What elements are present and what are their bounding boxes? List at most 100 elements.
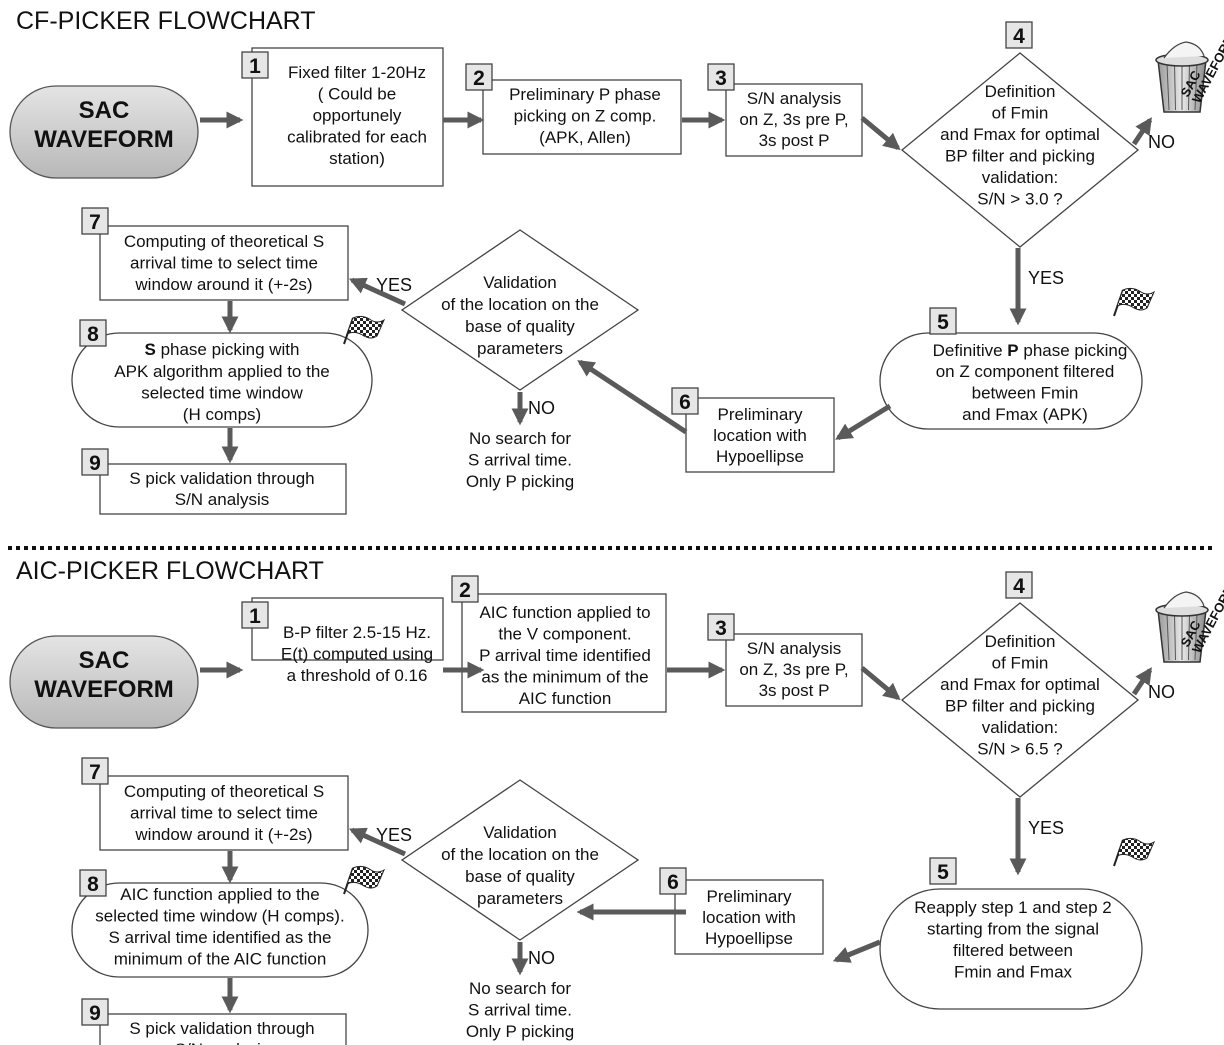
step-5-number-box [929, 857, 957, 885]
sac-waveform-node [9, 635, 199, 729]
step-7-number: 7 [89, 211, 101, 234]
step-6-box [685, 397, 835, 473]
step-6-number: 6 [679, 391, 691, 414]
label-no-validation: NO [528, 948, 555, 968]
step-8-number-box [79, 319, 107, 347]
step-5-number: 5 [937, 311, 949, 334]
step-2-number-box [451, 575, 479, 603]
step-1-box [251, 47, 444, 187]
step-6-number-box [671, 387, 699, 415]
step-1-number-box [241, 51, 269, 79]
step-4-decision [900, 602, 1140, 798]
step-6-box [674, 879, 824, 955]
step-4-number-box [1005, 21, 1033, 49]
trash-can-icon: SACWAVEFORM [1155, 32, 1224, 113]
arrow-step-6-to-validation [577, 359, 688, 435]
step-5-box [879, 888, 1143, 1010]
step-4-decision [900, 52, 1140, 248]
step-5-number: 5 [937, 861, 949, 884]
validation-decision [400, 779, 640, 941]
step-7-box [99, 775, 349, 851]
step-9-box [99, 1013, 347, 1045]
label-yes-validation: YES [376, 275, 412, 295]
arrow-step-4-no [1131, 667, 1153, 696]
label-no-validation: NO [528, 398, 555, 418]
arrow-validation-yes [348, 827, 407, 857]
arrow-validation-yes [348, 277, 407, 307]
step-8-box [71, 882, 369, 978]
finish-flag-icon [1113, 837, 1156, 867]
step-9-number: 9 [89, 452, 101, 475]
label-yes-step-4: YES [1028, 268, 1064, 288]
arrow-step-4-no [1131, 117, 1153, 146]
step-6-number: 6 [667, 871, 679, 894]
step-8-number-box [79, 869, 107, 897]
arrow-step-3-to-step-4 [860, 666, 901, 701]
step-2-box [482, 79, 682, 155]
label-yes-step-4: YES [1028, 818, 1064, 838]
label-no-trash: NO [1148, 682, 1175, 702]
chart-title: AIC-PICKER FLOWCHART [16, 557, 324, 585]
step-5-text-line-1: Definitive P phase picking [933, 341, 1128, 360]
step-2-number: 2 [459, 579, 471, 602]
sac-waveform-node [9, 85, 199, 179]
label-no-trash: NO [1148, 132, 1175, 152]
step-9-box [99, 463, 347, 515]
step-4-number-box [1005, 571, 1033, 599]
validation-decision [400, 229, 640, 391]
step-9-number-box [81, 448, 109, 476]
step-3-number: 3 [715, 617, 727, 640]
finish-flag-icon [1113, 287, 1156, 317]
step-9-number: 9 [89, 1002, 101, 1025]
step-6-number-box [659, 867, 687, 895]
step-8-text-line-1: S phase picking with [145, 340, 300, 359]
finish-flag-icon-2 [343, 865, 386, 895]
arrow-step-5-to-step-6 [832, 939, 881, 963]
label-yes-validation: YES [376, 825, 412, 845]
step-3-number: 3 [715, 67, 727, 90]
step-5-number-box [929, 307, 957, 335]
step-1-number-box [241, 601, 269, 629]
step-1-box [251, 597, 444, 661]
trash-can-icon: SACWAVEFORM [1155, 582, 1224, 663]
step-2-box [461, 593, 667, 713]
step-2-number: 2 [473, 67, 485, 90]
step-1-number: 1 [249, 55, 261, 78]
step-3-number-box [707, 613, 735, 641]
arrow-step-5-to-step-6 [835, 403, 892, 441]
step-2-number-box [465, 63, 493, 91]
step-1-text: B-P filter 2.5-15 Hz.E(t) computed using… [281, 623, 433, 685]
step-4-number: 4 [1013, 25, 1025, 48]
step-1-number: 1 [249, 605, 261, 628]
step-3-box [725, 83, 863, 157]
step-7-number-box [81, 757, 109, 785]
step-7-number-box [81, 207, 109, 235]
step-3-number-box [707, 63, 735, 91]
step-8-number: 8 [87, 873, 99, 896]
step-7-number: 7 [89, 761, 101, 784]
